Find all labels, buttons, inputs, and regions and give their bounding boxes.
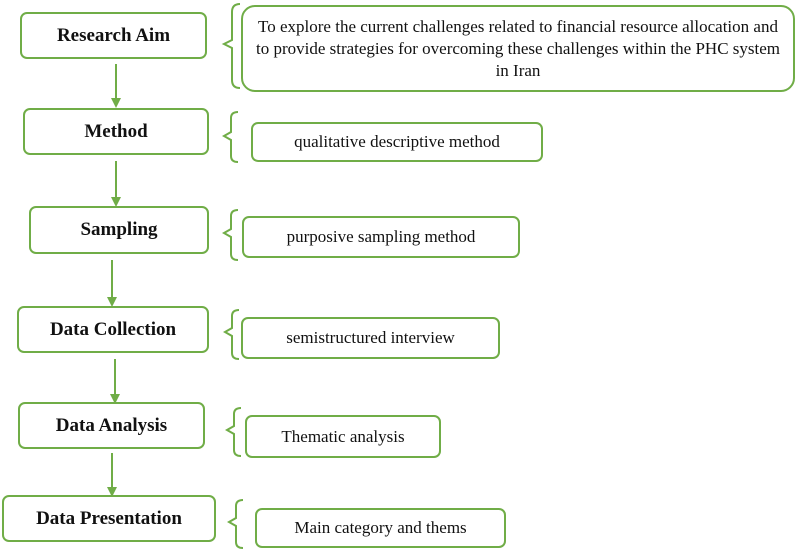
detail-text: purposive sampling method [286,227,476,246]
stage-title: Data Analysis [55,414,168,436]
bracket-1 [221,3,241,89]
stage-data-analysis: Data Analysis [18,402,205,449]
detail-text: Main category and thems [294,518,467,537]
detail-text: To explore the current challenges relate… [255,16,781,80]
stage-method: Method [23,108,209,155]
detail-sampling: purposive sampling method [242,216,520,258]
stage-research-aim: Research Aim [20,12,207,59]
detail-data-collection: semistructured interview [241,317,500,359]
detail-research-aim: To explore the current challenges relate… [241,5,795,92]
bracket-4 [222,309,240,360]
detail-data-presentation: Main category and thems [255,508,506,548]
bracket-5 [224,407,242,457]
stage-title: Research Aim [56,24,171,46]
stage-title: Data Collection [49,318,177,340]
detail-data-analysis: Thematic analysis [245,415,441,458]
detail-text: semistructured interview [286,328,455,347]
detail-method: qualitative descriptive method [251,122,543,162]
stage-title: Sampling [80,219,158,240]
detail-text: Thematic analysis [281,426,405,446]
detail-text: qualitative descriptive method [294,132,500,151]
stage-title: Method [84,120,148,142]
stage-sampling: Sampling [29,206,209,254]
bracket-2 [221,111,239,163]
stage-data-presentation: Data Presentation [2,495,216,542]
bracket-6 [226,499,244,549]
stage-title: Data Presentation [36,507,182,529]
stage-data-collection: Data Collection [17,306,209,353]
bracket-3 [221,209,239,261]
